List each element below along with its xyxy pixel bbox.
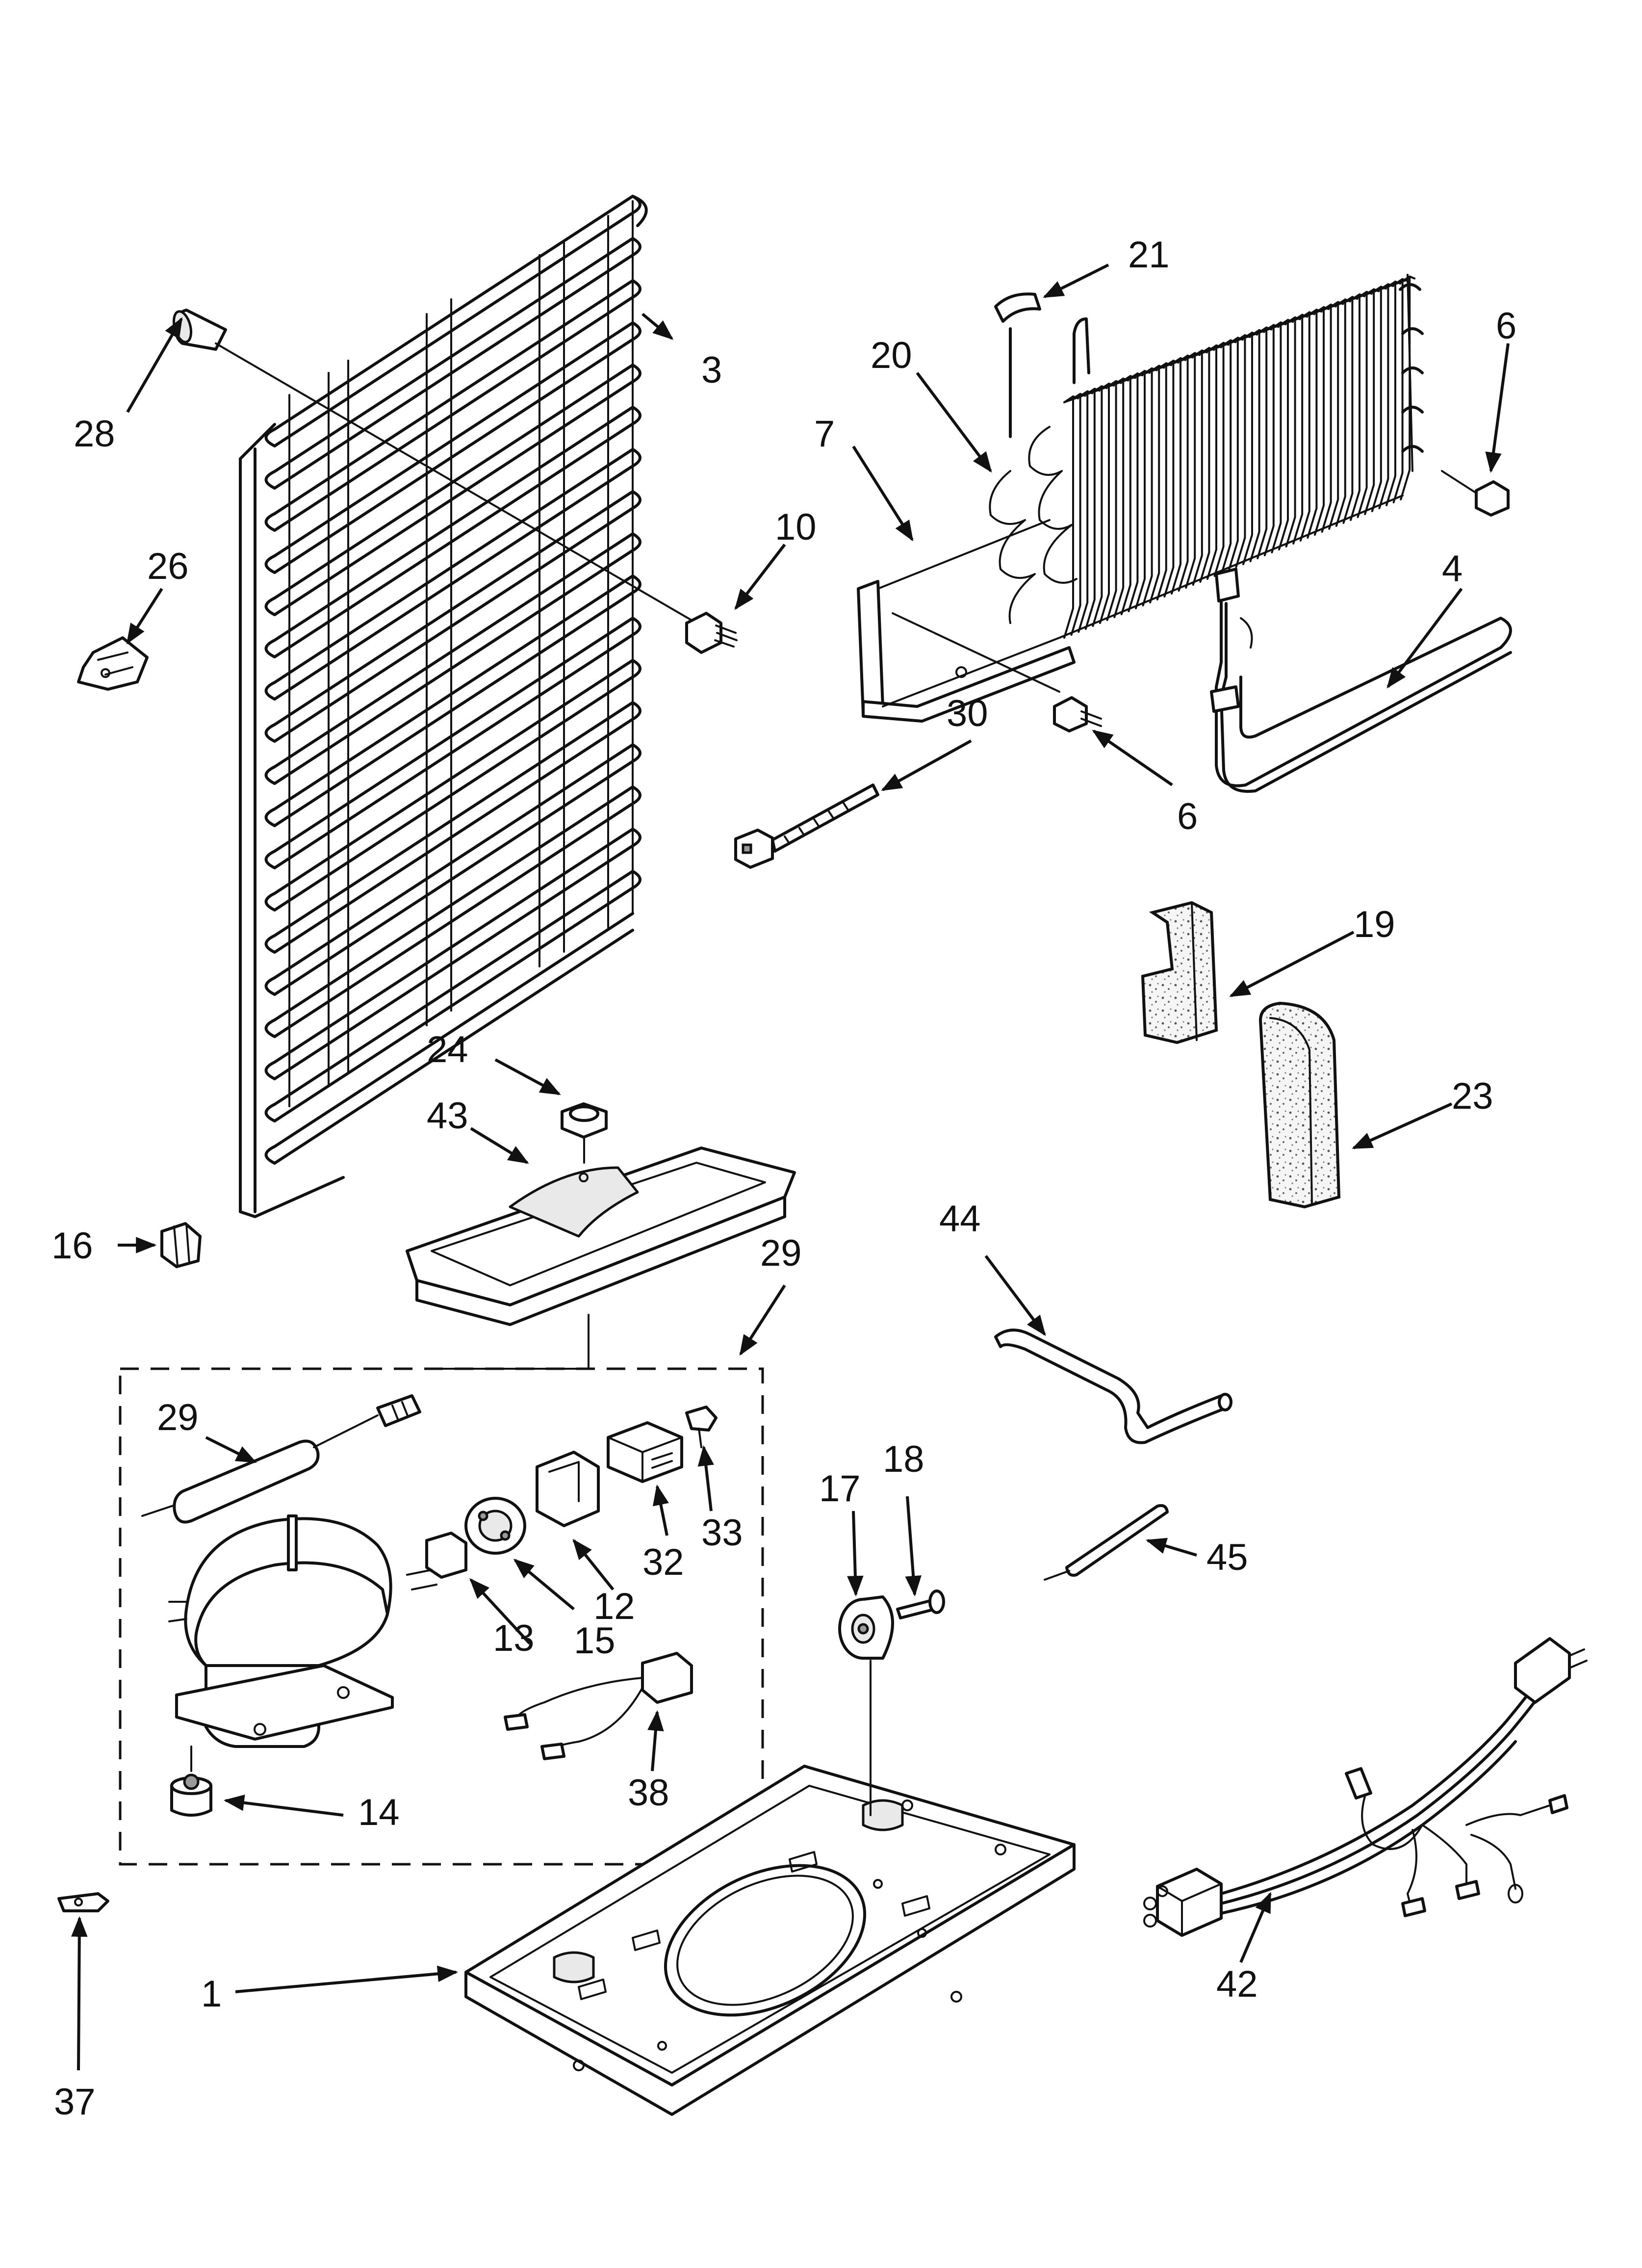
roller-part-17	[838, 1595, 894, 1816]
callout-18: 18	[883, 1438, 924, 1480]
drain-pan-part-43	[406, 1147, 796, 1370]
compressor	[168, 1514, 394, 1748]
drain-tube-part-44	[994, 1329, 1232, 1444]
callout-15-text: 15	[574, 1620, 616, 1662]
leader-lines	[71, 263, 1510, 2071]
callout-21: 21	[1128, 234, 1170, 276]
bracket-part-25	[77, 636, 149, 691]
screw-part-6-lower	[1053, 696, 1102, 732]
callout-labels: 3 28 10 26 21 20 7 6 4 30 6 19 23 24 43 …	[51, 234, 1516, 2123]
relay-cover-part-12	[536, 1451, 600, 1527]
condenser-coil	[239, 195, 648, 1218]
compressor-group-part-28	[119, 1367, 764, 1866]
callout-6-upper: 6	[1496, 305, 1516, 347]
callout-23: 23	[1452, 1075, 1493, 1117]
callout-7: 7	[814, 413, 835, 455]
callout-13: 13	[493, 1617, 535, 1659]
screw-part-33	[685, 1406, 718, 1448]
callout-24: 24	[427, 1029, 468, 1070]
capacitor-part-32	[607, 1421, 683, 1483]
power-cord-harness-part-42	[1143, 1637, 1588, 1937]
foam-block-part-19	[1141, 901, 1218, 1044]
callout-19: 19	[1354, 904, 1395, 945]
cable-tie-part-30	[734, 783, 879, 869]
callout-38: 38	[628, 1772, 669, 1814]
clip-part-37	[57, 1892, 109, 1912]
foam-block-part-23	[1258, 1001, 1341, 1209]
screw-part-10	[685, 612, 738, 654]
callout-29-text: 29	[157, 1397, 199, 1438]
defrost-heater-part-4	[1210, 568, 1512, 793]
callout-16: 16	[51, 1225, 93, 1267]
callout-1: 1	[201, 1973, 222, 2015]
clip-part-16	[160, 1222, 202, 1268]
callout-37: 37	[54, 2081, 96, 2123]
callout-14: 14	[358, 1792, 400, 1833]
callout-44: 44	[939, 1198, 981, 1240]
grommet-part-26	[172, 309, 697, 624]
callout-45: 45	[1206, 1537, 1248, 1578]
grommet-part-14	[170, 1746, 212, 1817]
screw-part-6-upper	[1441, 470, 1510, 517]
callout-42: 42	[1216, 1963, 1258, 2005]
callout-4: 4	[1442, 548, 1462, 590]
clip-part-21	[994, 292, 1041, 323]
wire-harness-part-38	[504, 1652, 693, 1760]
axle-part-18	[896, 1590, 945, 1619]
callout-10: 10	[775, 506, 817, 548]
nut-part-24	[561, 1102, 608, 1164]
callout-43: 43	[427, 1095, 468, 1137]
tube-part-45	[1044, 1504, 1169, 1581]
callout-26: 28	[74, 413, 115, 455]
callout-33: 33	[701, 1512, 743, 1554]
evaporator-bracket-part-7	[857, 519, 1076, 723]
base-pan-part-1	[464, 1765, 1076, 2116]
callout-3: 3	[701, 349, 722, 391]
callout-25: 26	[147, 546, 189, 587]
relay-part-15	[464, 1497, 526, 1555]
callout-17: 17	[819, 1468, 861, 1510]
callout-20: 20	[871, 335, 912, 376]
callout-12: 12	[593, 1586, 635, 1627]
drier-part-29	[141, 1394, 421, 1524]
overload-part-13	[406, 1532, 467, 1590]
callout-28: 29	[760, 1232, 802, 1274]
callout-30: 30	[947, 693, 988, 734]
callout-32: 32	[642, 1541, 684, 1583]
evaporator-part-20	[989, 274, 1424, 639]
callout-6-lower: 6	[1177, 796, 1198, 837]
